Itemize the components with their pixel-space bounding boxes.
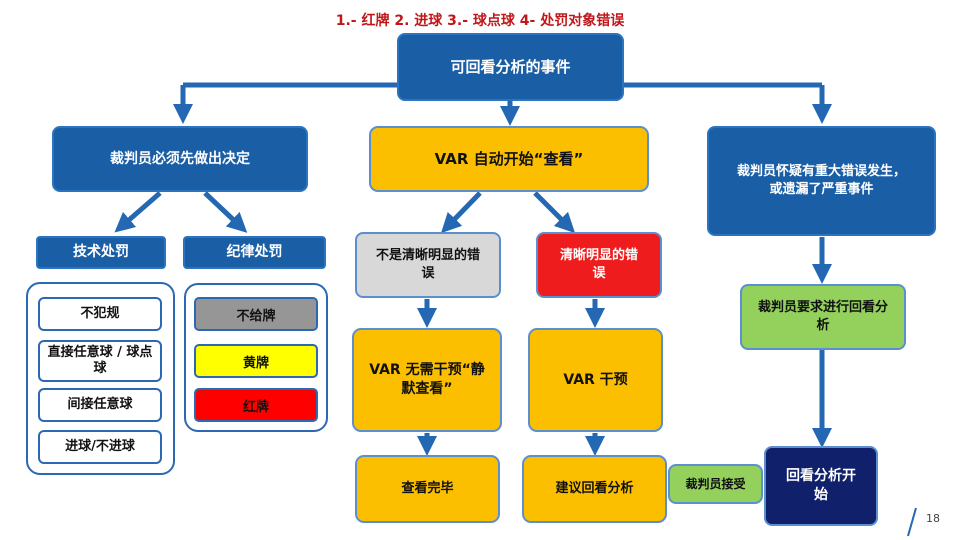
clear-error-box: 清晰明显的错误: [536, 232, 662, 298]
reviewable-events-box: 可回看分析的事件: [397, 33, 624, 101]
review-start-box: 回看分析开始: [764, 446, 878, 526]
header-incident-list: 1.- 红牌 2. 进球 3.- 球点球 4- 处罚对象错误: [335, 13, 625, 29]
page-number: 18: [926, 512, 940, 525]
card-no-card: 不给牌: [194, 297, 318, 331]
list-item-no-foul: 不犯规: [38, 297, 162, 331]
not-clear-error-box: 不是清晰明显的错误: [355, 232, 501, 298]
referee-suspects-error-box: 裁判员怀疑有重大错误发生，或遗漏了严重事件: [707, 126, 936, 236]
var-no-intervene-box: VAR 无需干预“静默查看”: [352, 328, 502, 432]
technical-sanction-label: 技术处罚: [36, 236, 166, 269]
card-yellow: 黄牌: [194, 344, 318, 378]
card-red: 红牌: [194, 388, 318, 422]
var-intervene-box: VAR 干预: [528, 328, 663, 432]
var-auto-check-box: VAR 自动开始“查看”: [369, 126, 649, 192]
referee-decision-box: 裁判员必须先做出决定: [52, 126, 308, 192]
recommend-review-box: 建议回看分析: [522, 455, 667, 523]
review-complete-box: 查看完毕: [355, 455, 500, 523]
list-item-goal-no-goal: 进球/不进球: [38, 430, 162, 464]
list-item-indirect-free-kick: 间接任意球: [38, 388, 162, 422]
referee-requests-review-box: 裁判员要求进行回看分析: [740, 284, 906, 350]
referee-accepts-box: 裁判员接受: [668, 464, 763, 504]
list-item-direct-free-kick-penalty: 直接任意球 / 球点球: [38, 340, 162, 382]
disciplinary-sanction-label: 纪律处罚: [183, 236, 326, 269]
